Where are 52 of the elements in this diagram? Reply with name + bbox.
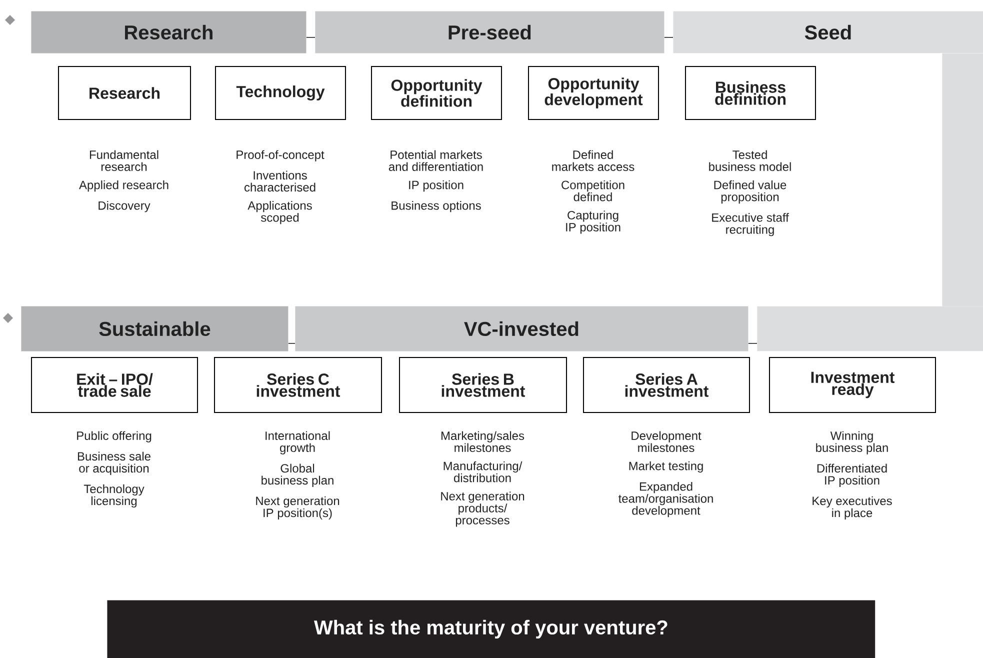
stage-box: Business definition (685, 66, 816, 120)
description-text: Capturing IP position (566, 210, 620, 234)
description-text: International growth (266, 431, 330, 454)
description-text: Expanded team/organisation development (618, 482, 713, 518)
description-text: Winning business plan (816, 431, 888, 454)
description-text: Inventions characterised (244, 170, 316, 192)
stage-box: Series A investment (583, 357, 750, 413)
description-text: Global business plan (262, 464, 334, 487)
connector-line (748, 343, 758, 344)
description-text: Defined value proposition (714, 180, 786, 204)
description-text: Manufacturing/ distribution (444, 461, 522, 482)
description-text: Defined markets access (552, 150, 634, 171)
description-text: Potential markets and differentiation (388, 150, 483, 171)
description-text: Proof-of-concept (236, 150, 324, 162)
stage-box: Investment ready (769, 357, 936, 413)
stage-box: Research (58, 66, 191, 120)
description-text: Executive staff recruiting (712, 213, 789, 236)
description-text: Development milestones (632, 431, 702, 452)
description-text: Competition defined (562, 180, 624, 202)
description-text: Public offering (77, 431, 152, 442)
description-text: Applications scoped (248, 201, 312, 224)
description-text: Business sale or acquisition (78, 452, 150, 475)
description-text: Market testing (629, 461, 703, 473)
stage-band: Sustainable (21, 306, 288, 352)
description-text: Business options (392, 201, 481, 212)
description-text: Applied research (79, 180, 168, 192)
connector-line (288, 343, 296, 344)
stage-band: Pre-seed (315, 11, 664, 54)
description-text: Next generation products/ processes (441, 492, 524, 527)
stage-box: Series C investment (214, 357, 382, 413)
description-text: Discovery (98, 201, 150, 212)
band (757, 306, 983, 352)
stage-band: Research (31, 11, 306, 54)
description-text: Technology licensing (84, 484, 144, 508)
description-text: Next generation IP position(s) (256, 496, 340, 520)
stage-box: Technology (215, 66, 346, 120)
description-text: IP position (409, 180, 464, 192)
description-text: Key executives in place (812, 496, 892, 520)
description-text: Tested business model (709, 150, 791, 171)
description-text: Marketing/sales milestones (441, 431, 524, 452)
stage-box: Series B investment (399, 357, 567, 413)
stage-box: Exit – IPO/ trade sale (31, 357, 198, 413)
stage-band: Seed (673, 11, 983, 54)
band (942, 53, 983, 306)
connector-line (306, 37, 316, 38)
stage-box: Opportunity definition (371, 66, 502, 120)
stage-box: Opportunity development (528, 66, 659, 120)
description-text: Fundamental research (90, 150, 158, 171)
description-text: Differentiated IP position (817, 464, 887, 487)
question-bar: What is the maturity of your venture? (107, 600, 876, 658)
connector-line (664, 37, 674, 38)
stage-band: VC-invested (295, 306, 748, 352)
